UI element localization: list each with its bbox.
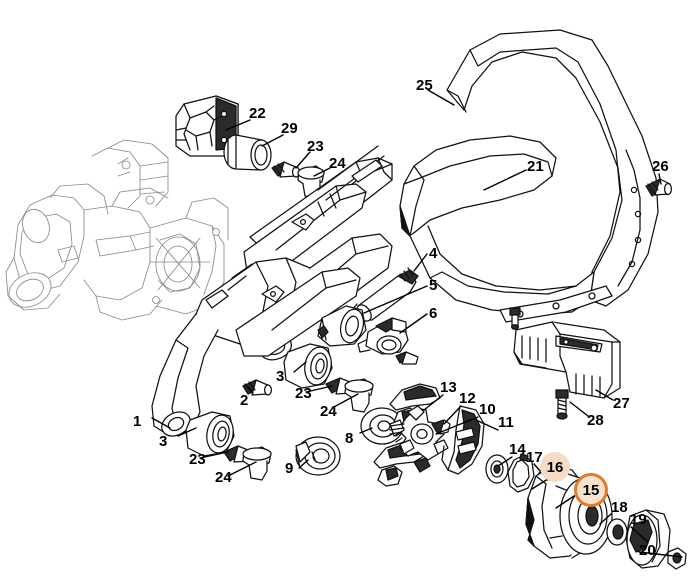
part-21-25-handlebar: [399, 29, 659, 323]
part-29-buffer: [223, 134, 272, 171]
callout-4[interactable]: 4: [429, 245, 438, 262]
callout-16-highlighted[interactable]: 16: [540, 452, 570, 482]
callout-24-b[interactable]: 24: [215, 469, 232, 486]
part-27-guide-block: [513, 321, 621, 399]
part-3-buffer-lower-left: [185, 411, 235, 457]
callout-23-a[interactable]: 23: [307, 138, 324, 155]
callout-14[interactable]: 14: [509, 441, 526, 458]
part-3-buffer-mid: [283, 343, 333, 389]
callout-25[interactable]: 25: [416, 77, 433, 94]
callout-28[interactable]: 28: [587, 412, 604, 429]
part-9-washer-disc: [295, 436, 341, 476]
callout-26[interactable]: 26: [652, 158, 669, 175]
callout-18[interactable]: 18: [611, 499, 628, 516]
callout-13[interactable]: 13: [440, 379, 457, 396]
callout-6[interactable]: 6: [429, 305, 438, 322]
callout-23-c[interactable]: 23: [295, 385, 312, 402]
part-5-sleeve: [317, 305, 367, 347]
part-10-clutch-spider: [397, 405, 449, 461]
callout-22[interactable]: 22: [249, 105, 266, 122]
callout-8[interactable]: 8: [345, 430, 354, 447]
callout-24-c[interactable]: 24: [320, 403, 337, 420]
callout-17[interactable]: 17: [526, 449, 543, 466]
part-28-screw-long: [555, 389, 569, 420]
callout-3-b[interactable]: 3: [276, 368, 285, 385]
callout-2[interactable]: 2: [240, 392, 249, 409]
callout-10[interactable]: 10: [479, 401, 496, 418]
part-18-washer: [606, 518, 628, 546]
engine-housing-group: [5, 139, 229, 321]
callout-9[interactable]: 9: [285, 460, 294, 477]
part-20-nut: [667, 547, 687, 570]
callout-29[interactable]: 29: [281, 120, 298, 137]
callout-1[interactable]: 1: [133, 413, 142, 430]
callout-11[interactable]: 11: [498, 414, 514, 431]
leader-lines: [151, 89, 683, 558]
callout-27[interactable]: 27: [613, 395, 630, 412]
part-14-needle-cage: [485, 454, 509, 484]
part-14-snap-ring: [507, 453, 535, 493]
callout-15-highlighted[interactable]: 15: [574, 473, 608, 507]
screw-above-guide-block: [509, 307, 521, 330]
part-24-plug-top: [297, 165, 325, 199]
part-1-handle-frame: [151, 145, 393, 437]
part-2-screw: [242, 379, 273, 396]
callout-24-a[interactable]: 24: [329, 155, 346, 172]
callout-5[interactable]: 5: [429, 277, 438, 294]
part-8-washer: [360, 407, 404, 445]
callout-3-a[interactable]: 3: [159, 433, 168, 450]
part-6-tensioner: [357, 317, 419, 365]
callout-21[interactable]: 21: [527, 158, 544, 175]
callout-12[interactable]: 12: [459, 390, 476, 407]
callout-19[interactable]: 19: [630, 511, 647, 528]
part-12-clutch-spring: [389, 419, 451, 473]
callout-23-b[interactable]: 23: [189, 451, 206, 468]
callout-20[interactable]: 20: [639, 542, 656, 559]
part-23-screw-top: [271, 161, 301, 178]
part-11-clutch-shoe-arc: [441, 405, 485, 475]
part-24-plug-mid: [344, 378, 374, 413]
part-24-plug-lower-left: [242, 446, 272, 481]
